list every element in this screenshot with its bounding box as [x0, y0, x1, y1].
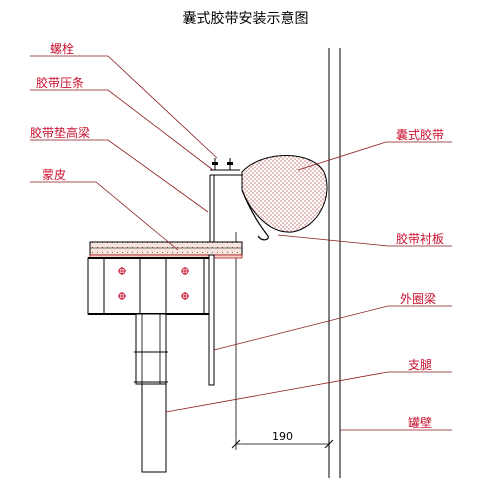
tape-support-post: [209, 169, 242, 242]
tank-wall: [328, 48, 341, 478]
label-tank-wall: 罐壁: [408, 416, 433, 430]
label-bag-tape: 囊式胶带: [396, 128, 445, 142]
diagram-title: 囊式胶带安装示意图: [182, 11, 309, 27]
label-tape-press-strip: 胶带压条: [36, 76, 85, 90]
pad-beam: [89, 241, 243, 259]
label-outer-ring-beam: 外圈梁: [400, 292, 437, 306]
bag-tape: [241, 155, 328, 241]
label-support-leg: 支腿: [408, 358, 433, 372]
dimension-190: [231, 232, 334, 450]
dimension-label: 190: [272, 430, 293, 443]
leader-lines: [30, 55, 452, 431]
label-bolt: 螺栓: [50, 42, 75, 56]
label-skin: 蒙皮: [42, 168, 67, 182]
label-tape-liner: 胶带衬板: [396, 232, 445, 246]
support-leg: [134, 313, 168, 473]
label-tape-pad-beam: 胶带垫高梁: [30, 126, 91, 140]
bolts: [212, 158, 233, 170]
